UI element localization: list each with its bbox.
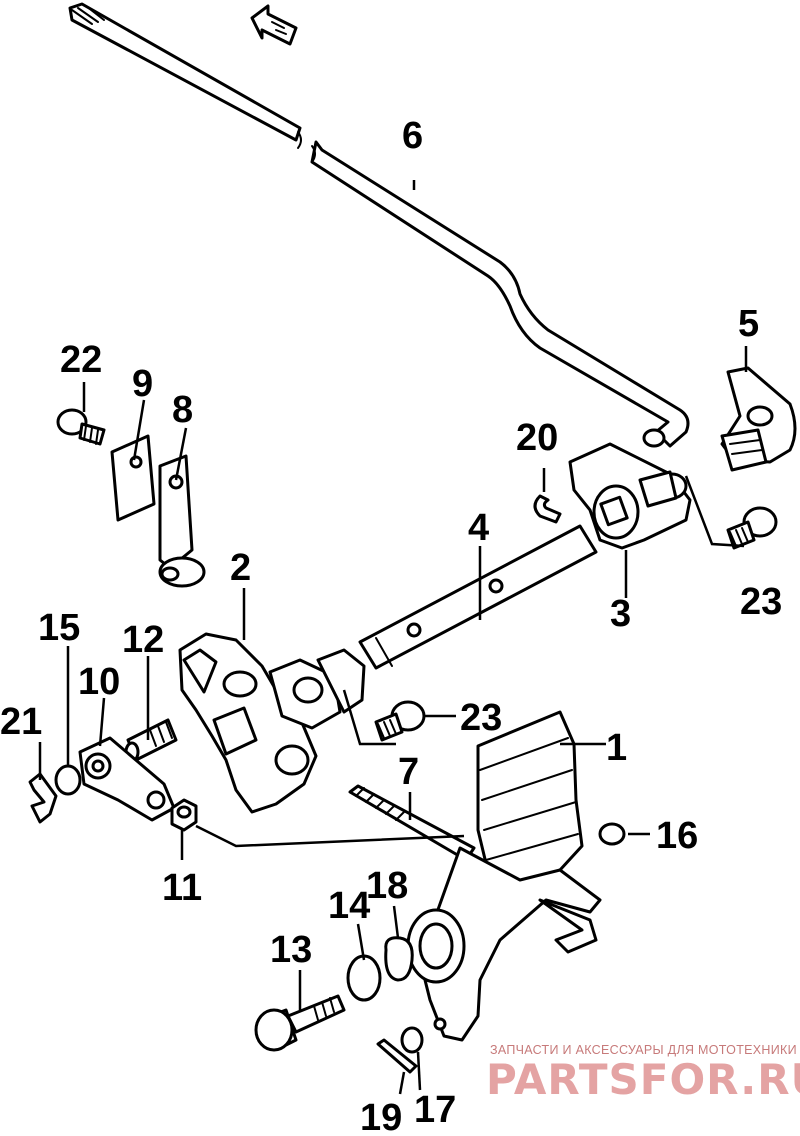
nut bbox=[170, 798, 198, 832]
callout-21: 21 bbox=[0, 701, 42, 743]
callout-3: 3 bbox=[610, 593, 631, 635]
watermark-tagline: ЗАПЧАСТИ И АКСЕССУАРЫ ДЛЯ МОТОТЕХНИКИ bbox=[490, 1043, 797, 1057]
callout-19: 19 bbox=[360, 1097, 402, 1136]
callout-18: 18 bbox=[366, 865, 408, 907]
link-arm bbox=[78, 736, 176, 822]
bracket-plate bbox=[110, 434, 156, 522]
pedal-bolt bbox=[254, 994, 346, 1052]
callout-20: 20 bbox=[516, 417, 558, 459]
linkage-assembly bbox=[178, 632, 366, 814]
leader-lines bbox=[38, 180, 748, 1095]
shift-lever-arm bbox=[568, 442, 692, 550]
callout-12: 12 bbox=[122, 619, 164, 661]
callout-2: 2 bbox=[230, 547, 251, 589]
bolt-upper bbox=[726, 506, 778, 550]
shift-pedal bbox=[406, 710, 602, 1042]
callout-8: 8 bbox=[172, 389, 193, 431]
washer-large bbox=[346, 954, 382, 1002]
callout-5: 5 bbox=[738, 303, 759, 345]
shift-rod bbox=[68, 2, 690, 448]
circlip bbox=[533, 494, 562, 524]
callout-4: 4 bbox=[468, 507, 489, 549]
watermark-logo: PARTSFOR.RU bbox=[486, 1055, 800, 1104]
callout-11: 11 bbox=[162, 867, 202, 909]
stud-bolt bbox=[124, 718, 178, 763]
callout-22: 22 bbox=[60, 339, 102, 381]
callout-23-center: 23 bbox=[460, 697, 502, 739]
callout-7: 7 bbox=[398, 751, 419, 793]
forward-arrow-icon bbox=[250, 4, 298, 46]
spring-washer bbox=[384, 936, 414, 982]
pedal-pivot-bolt bbox=[348, 784, 476, 862]
callout-13: 13 bbox=[270, 929, 312, 971]
cotter-pin bbox=[376, 1038, 418, 1074]
shift-shaft bbox=[358, 524, 598, 670]
callout-16: 16 bbox=[656, 815, 698, 857]
spring-clip bbox=[28, 772, 58, 824]
callout-1: 1 bbox=[606, 727, 627, 769]
washer-small bbox=[54, 764, 82, 796]
callout-labels: 1 2 3 4 5 6 7 8 9 10 11 12 13 14 15 16 1… bbox=[0, 115, 782, 1136]
washer-pedal bbox=[598, 822, 626, 846]
bolt-center bbox=[374, 700, 426, 742]
washer-pin bbox=[400, 1026, 424, 1054]
callout-9: 9 bbox=[132, 363, 153, 405]
callout-17: 17 bbox=[414, 1089, 456, 1131]
callout-14: 14 bbox=[328, 885, 370, 927]
callout-23-upper: 23 bbox=[740, 581, 782, 623]
rod-end-joint bbox=[720, 366, 797, 472]
bolt-small bbox=[56, 408, 106, 446]
pivot-bracket bbox=[158, 454, 206, 588]
callout-15: 15 bbox=[38, 607, 80, 649]
callout-6: 6 bbox=[402, 115, 423, 157]
callout-10: 10 bbox=[78, 661, 120, 703]
watermark: ЗАПЧАСТИ И АКСЕССУАРЫ ДЛЯ МОТОТЕХНИКИ PA… bbox=[486, 1043, 800, 1104]
